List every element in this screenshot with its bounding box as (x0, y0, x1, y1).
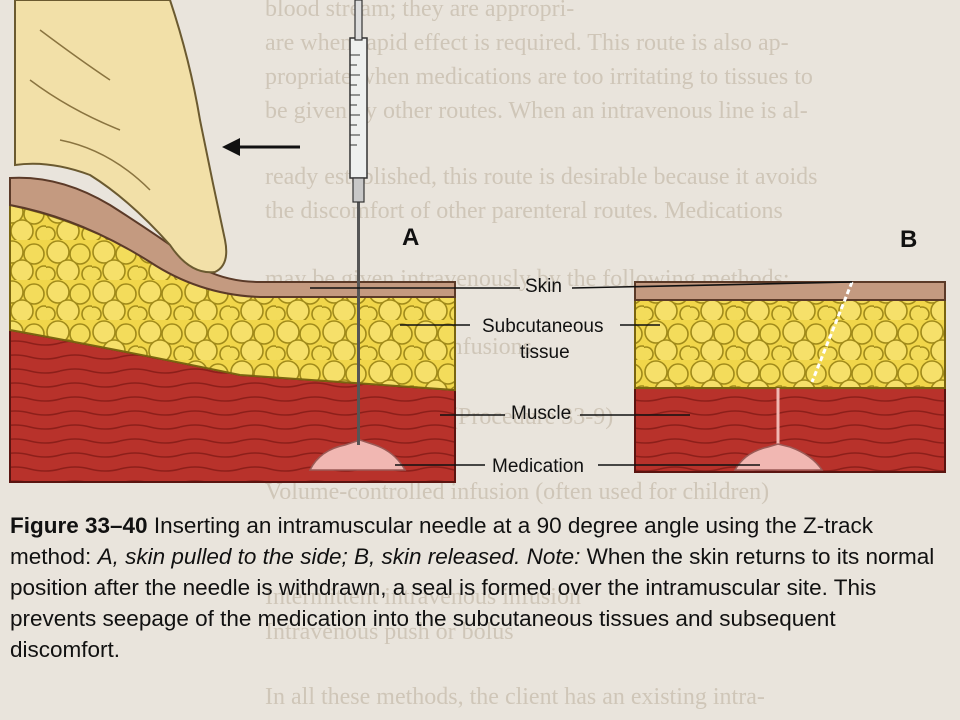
caption-note-label: Note: (526, 544, 581, 569)
label-medication: Medication (492, 456, 584, 477)
panel-b-skin (634, 281, 946, 301)
caption-text: Inserting an intramuscular needle at a 9… (10, 513, 874, 569)
figure-caption: Figure 33–40 Inserting an intramuscular … (10, 510, 950, 665)
bg-line: blood stream; they are appropri- (265, 0, 575, 22)
label-subcutaneous: Subcutaneous (482, 316, 604, 337)
caption-text-4: When the skin returns to its normal posi… (10, 544, 935, 662)
panel-a-medication (308, 439, 407, 471)
caption-text-2: , skin pulled to the side; (112, 544, 354, 569)
panel-b-medication (733, 443, 824, 471)
syringe (349, 0, 368, 203)
label-tissue: tissue (520, 342, 570, 363)
panel-a (9, 0, 456, 483)
panel-a-letter: A (402, 224, 420, 251)
caption-b: B (353, 544, 369, 569)
bg-line: Volume-controlled infusion (often used f… (265, 479, 770, 505)
label-skin: Skin (525, 276, 562, 297)
z-track-illustration (9, 0, 946, 483)
z-track-path (810, 281, 854, 383)
bg-line: (Procedure 33-9) (450, 404, 614, 430)
label-muscle: Muscle (511, 403, 572, 424)
leader-lines (310, 281, 853, 466)
hand (14, 0, 228, 274)
bg-line: In all these methods, the client has an … (265, 684, 765, 710)
bg-line: Intermittent intravenous infusion (265, 584, 581, 610)
needle (357, 200, 360, 445)
pull-direction-arrow (222, 138, 300, 156)
caption-text-3: , skin released. (369, 544, 527, 569)
panel-b-letter: B (900, 226, 918, 253)
panel-b (634, 281, 946, 473)
bg-line: the discomfort of other parenteral route… (265, 198, 783, 224)
panel-b-subcutaneous (634, 297, 946, 389)
caption-a: A (97, 544, 113, 569)
panel-a-skin (9, 176, 456, 298)
figure-number: Figure 33–40 (10, 513, 148, 538)
bg-line: Intravenous push or bolus (265, 619, 514, 645)
